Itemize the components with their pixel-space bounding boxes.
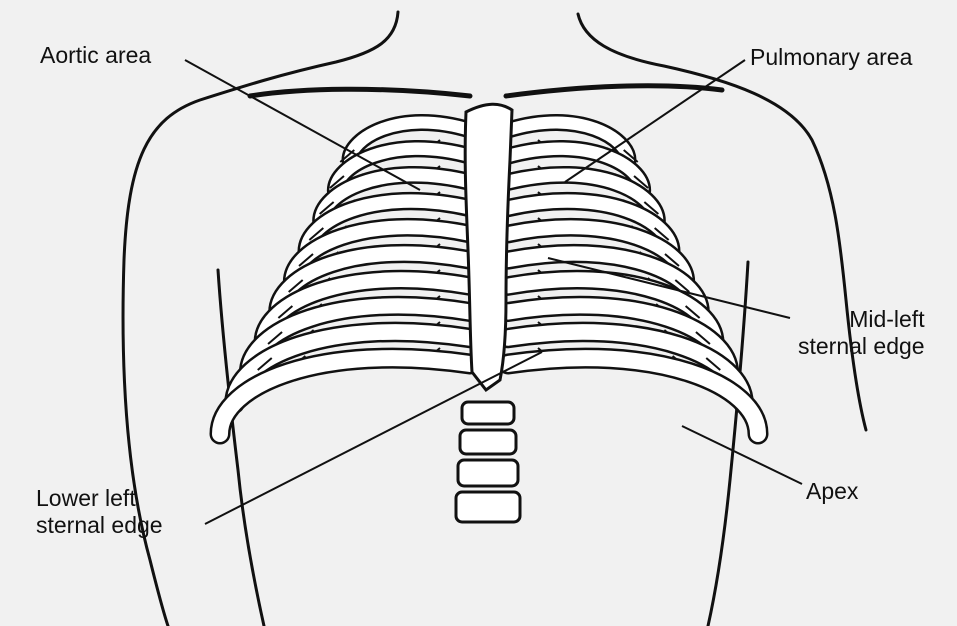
sternum [465, 104, 512, 390]
vertebra [458, 460, 518, 486]
label-line: sternal edge [798, 333, 925, 360]
label-apex: Apex [806, 478, 858, 505]
label-mid-left-sternal-edge: Mid-left sternal edge [798, 306, 925, 360]
label-aortic-area: Aortic area [40, 42, 151, 69]
label-line: Lower left [36, 485, 163, 512]
label-line: Mid-left [798, 306, 925, 333]
vertebra [456, 492, 520, 522]
vertebra [462, 402, 514, 424]
label-lower-left-sternal-edge: Lower left sternal edge [36, 485, 163, 539]
clavicle-right [506, 86, 722, 96]
torso-side-left [218, 270, 264, 626]
label-line: sternal edge [36, 512, 163, 539]
label-pulmonary-area: Pulmonary area [750, 44, 912, 71]
clavicle-left [250, 89, 470, 96]
neck-left-outline [123, 12, 398, 626]
vertebra [460, 430, 516, 454]
pointer-apex [682, 426, 802, 484]
